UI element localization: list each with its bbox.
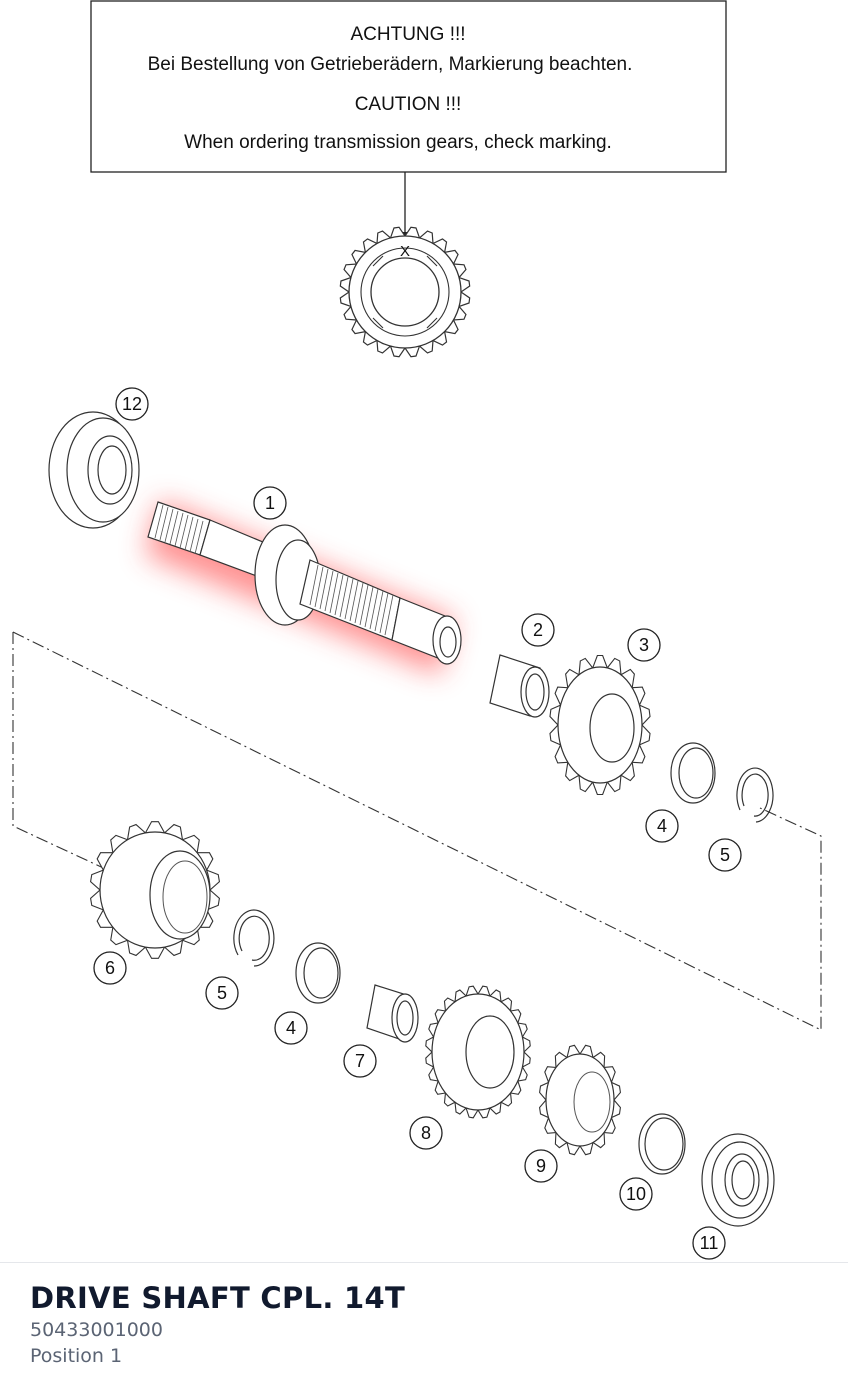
note-en-text: When ordering transmission gears, check …: [184, 132, 612, 153]
callout-11[interactable]: 11: [692, 1226, 726, 1260]
svg-text:5: 5: [217, 983, 227, 1003]
drive-shaft-highlighted[interactable]: [145, 500, 462, 675]
callout-1[interactable]: 1: [253, 486, 287, 520]
callout-2[interactable]: 2: [521, 613, 555, 647]
svg-text:12: 12: [122, 394, 142, 414]
svg-text:4: 4: [286, 1018, 296, 1038]
svg-text:11: 11: [700, 1233, 719, 1253]
svg-text:1: 1: [265, 493, 275, 513]
gear-marking-x: X: [400, 243, 410, 260]
bearing-11[interactable]: [701, 1133, 775, 1227]
exploded-parts-diagram: ACHTUNG !!! Bei Bestellung von Getrieber…: [12, 0, 822, 1260]
gear-8[interactable]: [425, 985, 531, 1119]
svg-text:9: 9: [536, 1156, 546, 1176]
callout-4-upper[interactable]: 4: [645, 809, 679, 843]
svg-text:5: 5: [720, 845, 730, 865]
part-title: DRIVE SHAFT CPL. 14T: [30, 1281, 406, 1315]
marked-gear-illustration: X: [339, 226, 471, 358]
gear-3[interactable]: [549, 654, 651, 796]
gear-9[interactable]: [539, 1044, 621, 1156]
note-de-heading: ACHTUNG !!!: [350, 24, 465, 45]
gear-6[interactable]: [89, 821, 221, 959]
bearing-12[interactable]: [48, 411, 140, 529]
washer-4-lower[interactable]: [295, 942, 341, 1004]
callout-8[interactable]: 8: [409, 1116, 443, 1150]
bushing-7[interactable]: [366, 984, 419, 1043]
svg-text:10: 10: [626, 1184, 646, 1204]
callout-5-upper[interactable]: 5: [708, 838, 742, 872]
note-de-text: Bei Bestellung von Getrieberädern, Marki…: [148, 54, 633, 75]
bushing-2[interactable]: [489, 654, 550, 718]
callout-6[interactable]: 6: [93, 951, 127, 985]
callout-12[interactable]: 12: [115, 387, 149, 421]
snap-ring-5-lower[interactable]: [233, 909, 275, 967]
caution-note: ACHTUNG !!! Bei Bestellung von Getrieber…: [90, 0, 727, 244]
svg-text:3: 3: [639, 635, 649, 655]
selected-part-panel: DRIVE SHAFT CPL. 14T 50433001000 Positio…: [0, 1262, 848, 1391]
callout-5-lower[interactable]: 5: [205, 976, 239, 1010]
assembly-guide-lines: [12, 631, 822, 1031]
callout-9[interactable]: 9: [524, 1149, 558, 1183]
svg-text:7: 7: [355, 1051, 365, 1071]
washer-10[interactable]: [638, 1113, 686, 1175]
svg-text:4: 4: [657, 816, 667, 836]
callout-4-lower[interactable]: 4: [274, 1011, 308, 1045]
svg-text:2: 2: [533, 620, 543, 640]
note-en-heading: CAUTION !!!: [355, 94, 462, 115]
callout-3[interactable]: 3: [627, 628, 661, 662]
part-position: Position 1: [30, 1345, 123, 1367]
svg-text:6: 6: [105, 958, 115, 978]
callout-7[interactable]: 7: [343, 1044, 377, 1078]
washer-4-upper[interactable]: [670, 742, 716, 804]
callout-10[interactable]: 10: [619, 1177, 653, 1211]
part-number: 50433001000: [30, 1319, 163, 1341]
svg-text:8: 8: [421, 1123, 431, 1143]
snap-ring-5-upper[interactable]: [736, 767, 774, 823]
